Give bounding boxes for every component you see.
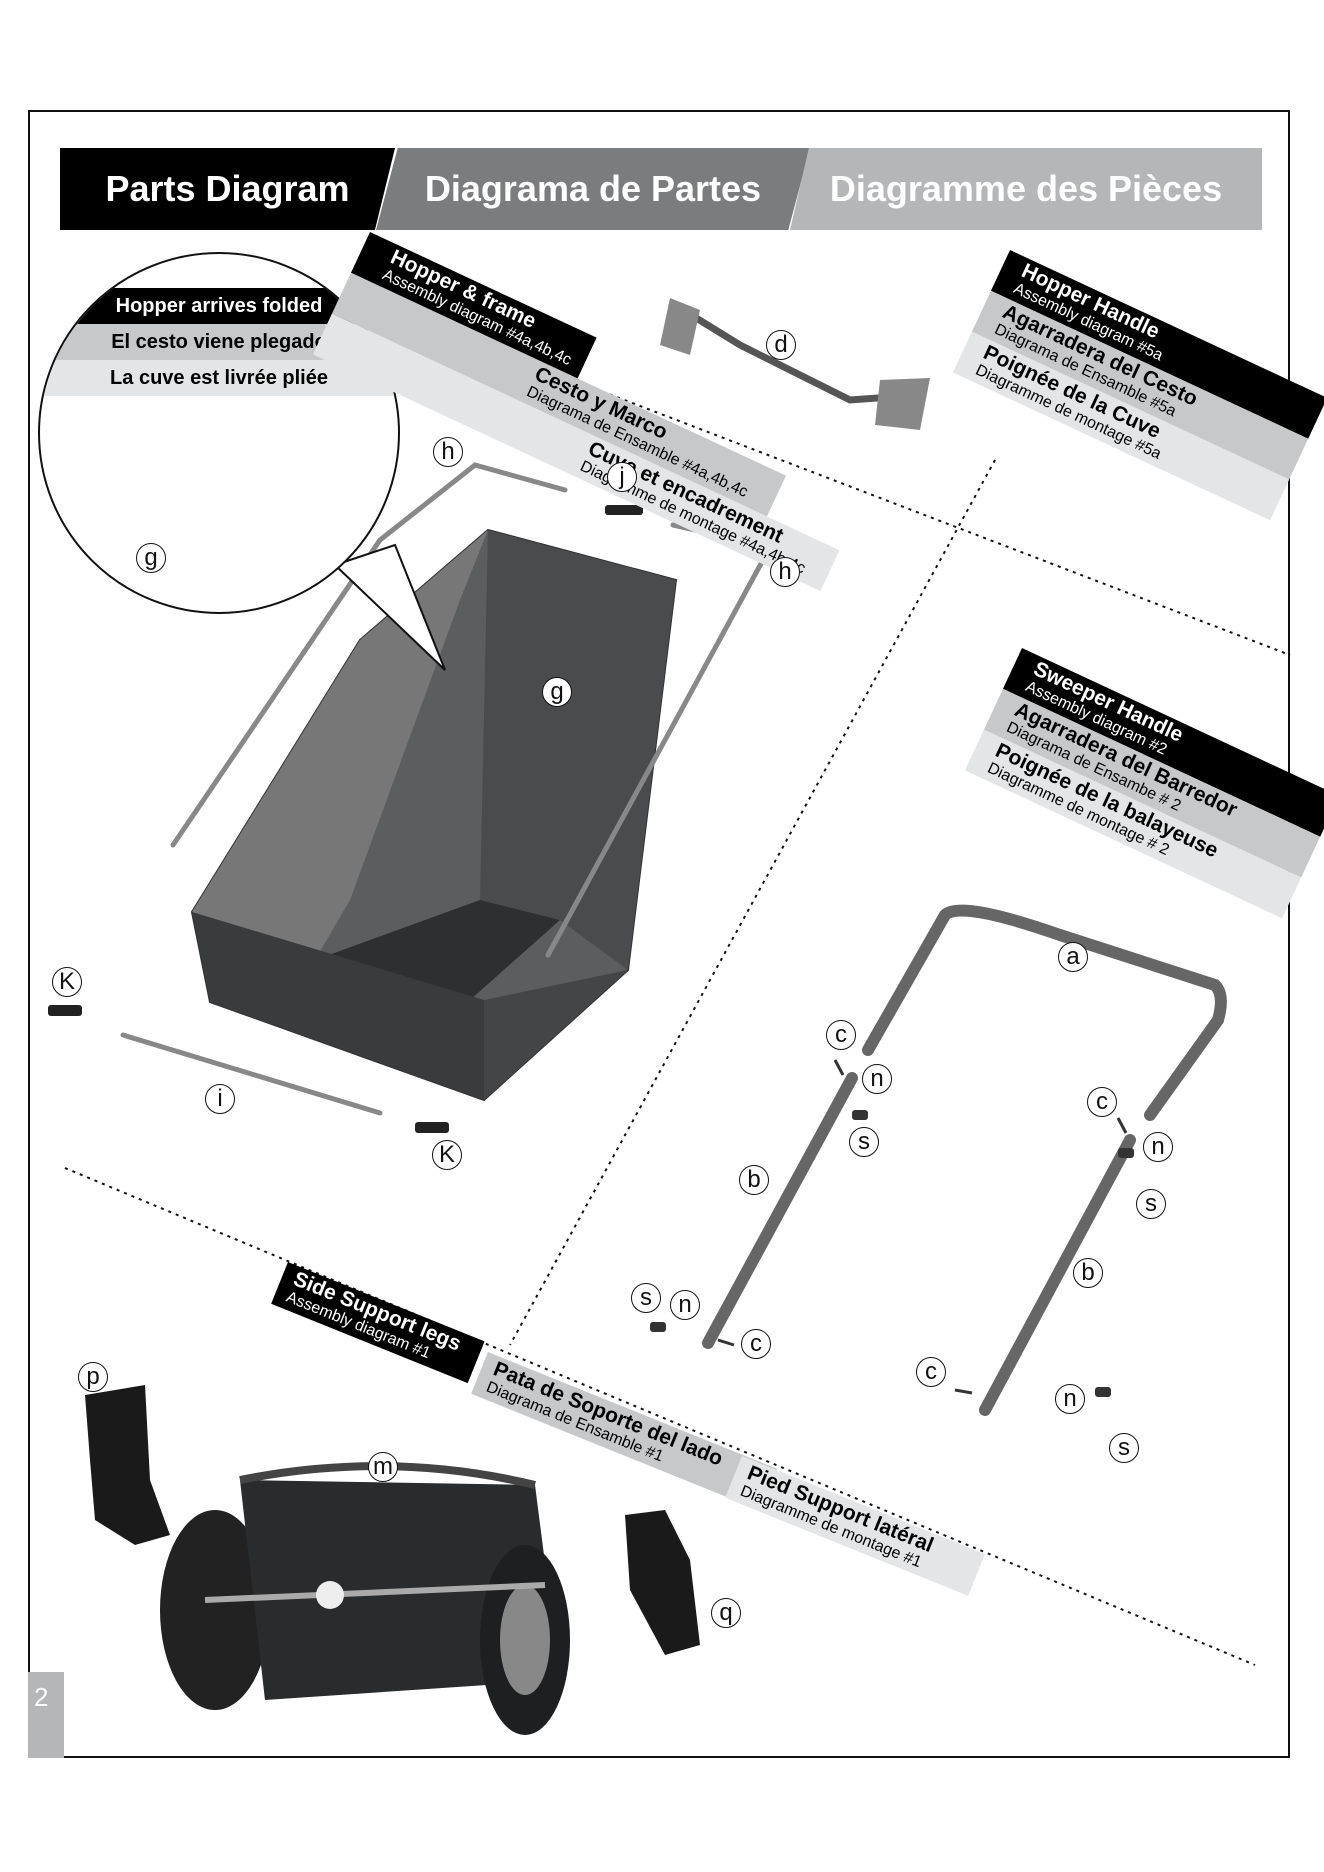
sweeper-handle-part [702,904,1227,1416]
label-g: g [136,543,166,573]
label-n: n [670,1290,700,1320]
label-q: q [711,1598,741,1628]
small-hardware [650,1059,1134,1397]
title-french: Diagramme des Pièces [790,148,1262,230]
page-frame [28,110,1290,1758]
label-s: s [1109,1433,1139,1463]
label-a: a [1058,942,1088,972]
label-s: s [631,1283,661,1313]
label-n: n [1143,1132,1173,1162]
label-k: K [52,967,82,997]
label-k: K [432,1140,462,1170]
page-number: 2 [28,1672,64,1758]
label-g: g [542,677,572,707]
label-s: s [1136,1189,1166,1219]
label-s: s [849,1127,879,1157]
label-h: h [770,557,800,587]
hopper-handle-part [660,298,930,430]
label-h: h [433,437,463,467]
connectors [48,505,643,1133]
label-d: d [766,330,796,360]
sweeper-body-part [160,1462,570,1735]
label-m: m [368,1452,398,1482]
label-p: p [78,1362,108,1392]
label-i: i [205,1084,235,1114]
label-c: c [1087,1087,1117,1117]
label-b: b [1073,1258,1103,1288]
label-n: n [862,1064,892,1094]
label-b: b [739,1165,769,1195]
label-j: j [607,462,637,492]
hopper-part [190,528,678,1102]
title-spanish: Diagrama de Partes [376,148,810,230]
label-c: c [741,1329,771,1359]
label-n: n [1055,1384,1085,1414]
label-c: c [916,1357,946,1387]
support-legs [85,1385,700,1655]
label-c: c [826,1020,856,1050]
title-english: Parts Diagram [60,148,395,230]
